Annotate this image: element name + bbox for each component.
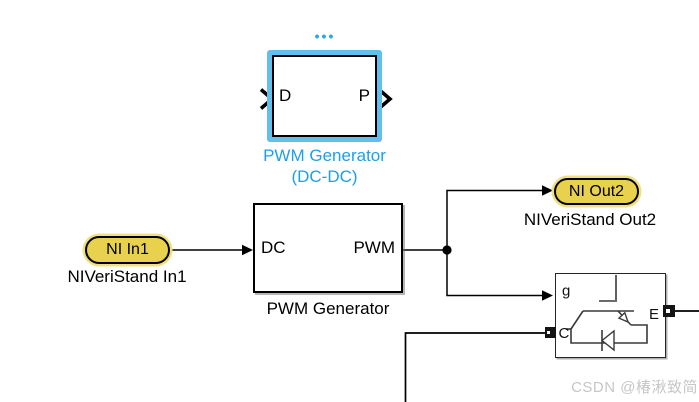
wire-gate-arrowhead	[542, 290, 553, 301]
ni-out2-block-label[interactable]: NIVeriStand Out2	[523, 210, 657, 229]
ni-out2-text: NI Out2	[568, 182, 625, 200]
ni-in1-block-label[interactable]: NIVeriStand In1	[67, 267, 187, 286]
pwm-dcdc-block[interactable]: D P	[267, 50, 382, 142]
pwm-generator-block-label[interactable]: PWM Generator	[266, 299, 390, 318]
ni-in1-inport-block[interactable]: NI In1	[85, 236, 170, 264]
igbt-gate-port-label: g	[562, 283, 570, 300]
unconnected-output-chevron-icon	[377, 88, 393, 110]
physical-wire-collector[interactable]	[404, 332, 547, 402]
igbt-emitter-port[interactable]	[663, 305, 675, 317]
csdn-watermark: CSDN @椿湫致简	[571, 379, 698, 396]
ni-out2-outport-block[interactable]: NI Out2	[554, 178, 639, 205]
igbt-symbol: g C E	[559, 275, 659, 352]
pwm-generator-block[interactable]: DC PWM	[253, 203, 403, 293]
ni-in1-text: NI In1	[106, 241, 149, 258]
igbt-collector-port-mark	[547, 331, 550, 334]
igbt-collector-port-label: C	[559, 325, 570, 342]
pwm-dcdc-input-port-label: D	[279, 86, 292, 105]
igbt-emitter-arrow-icon	[617, 311, 630, 324]
more-options-icon[interactable]: •••	[314, 28, 336, 44]
branch-point-dot	[442, 245, 452, 255]
pwm-generator-output-port-label: PWM	[353, 238, 395, 257]
pwm-dcdc-block-body[interactable]: D P	[272, 55, 377, 137]
pwm-generator-input-port-label: DC	[261, 238, 286, 257]
igbt-emitter-port-label: E	[649, 306, 659, 323]
wire-branch-to-gate[interactable]	[446, 250, 542, 297]
igbt-collector-port[interactable]	[545, 327, 556, 338]
pwm-dcdc-block-label-line2: (DC-DC)	[291, 167, 358, 186]
pwm-dcdc-block-label[interactable]: PWM Generator (DC-DC)	[234, 145, 415, 187]
igbt-emitter-port-mark	[666, 309, 670, 313]
pwm-dcdc-block-label-line1: PWM Generator	[263, 146, 386, 165]
pwm-dcdc-output-port-label: P	[358, 86, 370, 105]
wire-in1-arrowhead	[242, 244, 253, 256]
igbt-diode-icon	[600, 329, 615, 352]
igbt-block[interactable]: g C E	[555, 273, 666, 358]
wire-branch-to-out2[interactable]	[446, 189, 542, 251]
wire-out2-arrowhead	[542, 185, 553, 196]
